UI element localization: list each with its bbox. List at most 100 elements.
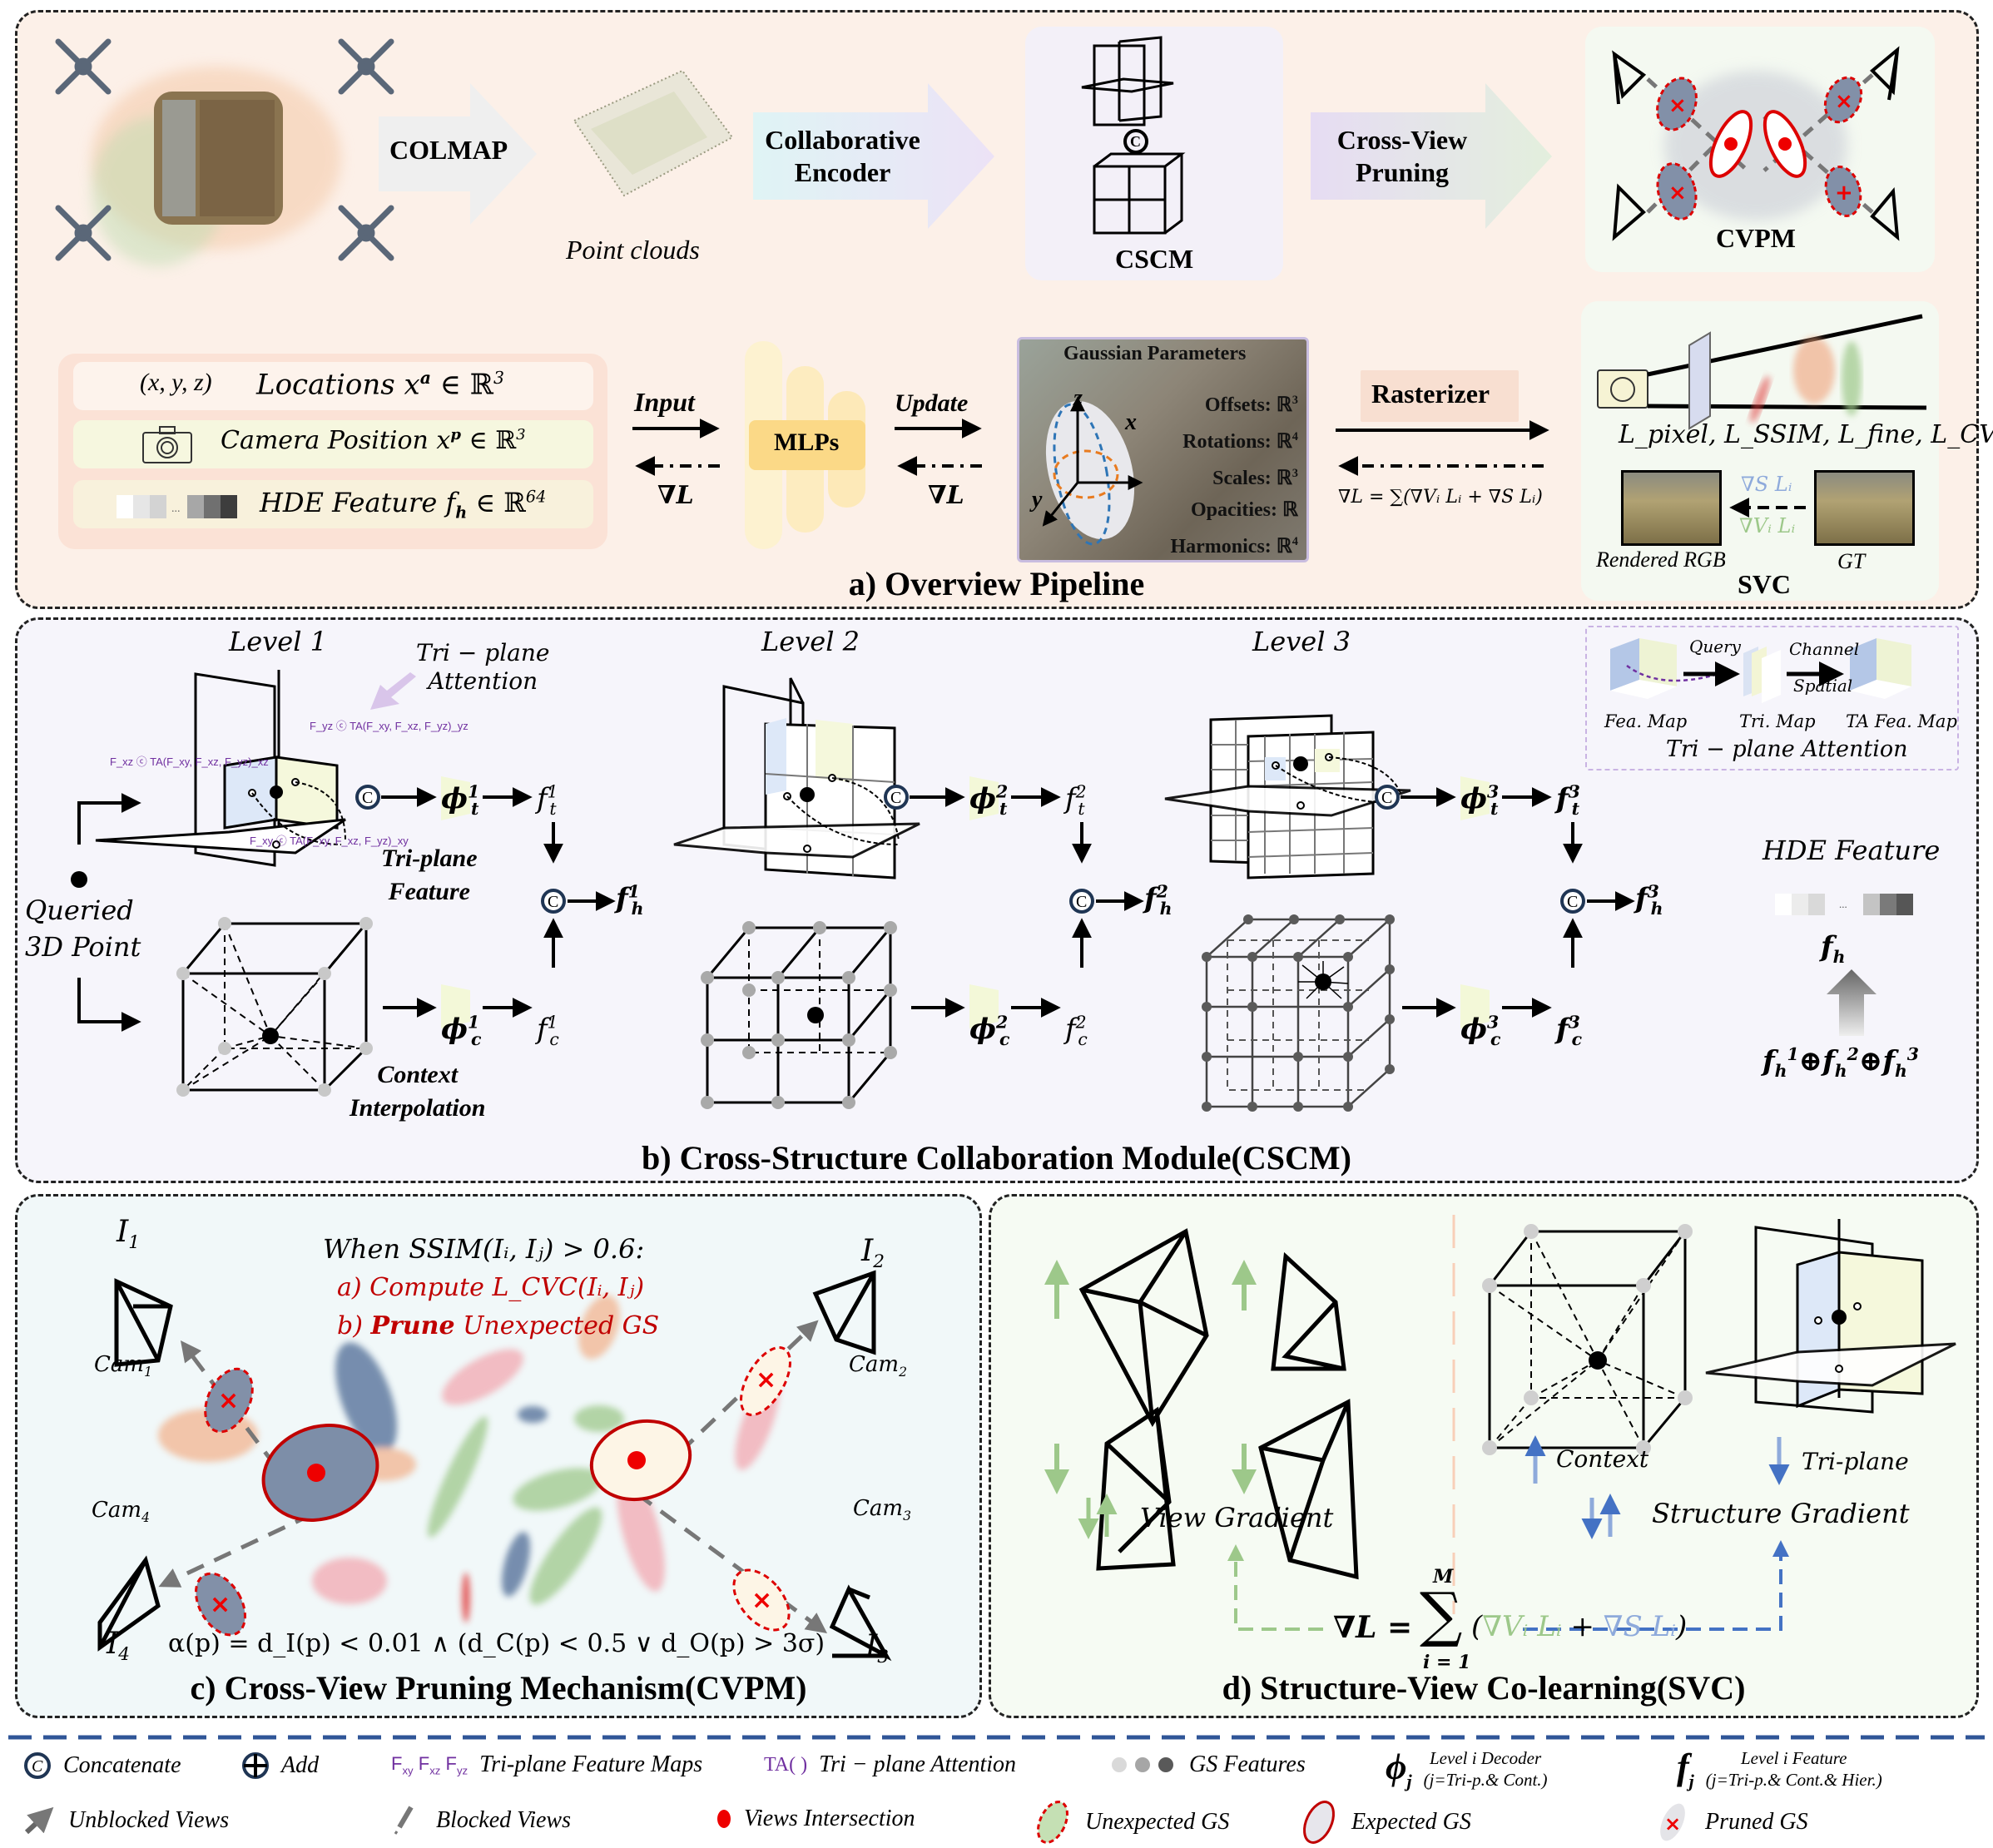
level-1-flow-arrows: CC bbox=[355, 776, 616, 1028]
drone-scene-illustration bbox=[55, 38, 394, 266]
hde-feature-title: HDE Feature bbox=[1762, 835, 1941, 866]
unexpected-gs-icon bbox=[1037, 1801, 1068, 1844]
hde-feature-label: HDE Feature fh ∈ ℝ64 bbox=[260, 487, 547, 523]
decoder-c-shape bbox=[441, 984, 470, 1028]
svg-text:×: × bbox=[1668, 181, 1687, 206]
concat-icon: C bbox=[24, 1752, 51, 1779]
ta-annotation-yz: F_yz ⓒ TA(F_xy, F_xz, F_yz)_yz bbox=[310, 720, 469, 732]
attention-legend-diagram bbox=[1610, 638, 1911, 703]
hde-symbol: fh bbox=[1821, 930, 1846, 967]
level-2-context-cube bbox=[701, 921, 897, 1109]
svg-text:C: C bbox=[1567, 893, 1578, 911]
camera-2-icon bbox=[812, 1270, 876, 1355]
feature-h-3: f3h bbox=[1635, 882, 1663, 919]
svg-text:C: C bbox=[1381, 789, 1392, 807]
losses-label: L_pixel, L_SSIM, L_fine, L_CVC bbox=[1619, 420, 1993, 449]
legend-decoder: ϕj Level i Decoder(j=Tri-p.& Cont.) bbox=[1386, 1746, 1548, 1791]
legend-feature: fj Level i Feature(j=Tri-p.& Cont.& Hier… bbox=[1677, 1746, 1882, 1791]
param-offsets: Offsets: ℝ3 bbox=[1204, 394, 1298, 416]
blocked-arrow-icon bbox=[394, 1806, 414, 1835]
triplane-maps-icon: Fxy Fxz Fyz bbox=[391, 1752, 469, 1777]
camera-icon bbox=[142, 426, 192, 463]
camera-3-icon bbox=[829, 1584, 892, 1662]
colmap-label: COLMAP bbox=[389, 135, 508, 165]
svc-sum-symbol: ∑ bbox=[1420, 1579, 1463, 1649]
gradient-feedback-lines bbox=[1227, 1540, 1789, 1631]
point-clouds-label: Point clouds bbox=[566, 235, 700, 265]
gt-label: GT bbox=[1837, 549, 1866, 573]
param-scales: Scales: ℝ3 bbox=[1212, 467, 1298, 489]
concat-icon bbox=[1069, 889, 1094, 914]
collaborative-encoder-arrow bbox=[753, 83, 994, 229]
svg-text:×: × bbox=[210, 1590, 231, 1619]
svc-view-grad-label: ∇Vᵢ Lᵢ bbox=[1739, 514, 1796, 538]
hde-feature-strip: ... bbox=[117, 495, 237, 518]
feature-icon: fj bbox=[1677, 1746, 1694, 1791]
render-camera-illustration bbox=[1597, 314, 1927, 430]
legend-unblocked-views: Unblocked Views bbox=[23, 1806, 229, 1836]
svg-text:C: C bbox=[1076, 893, 1087, 911]
grad-label-2: ∇L bbox=[928, 481, 964, 510]
panel-c-title: c) Cross-View Pruning Mechanism(CVPM) bbox=[190, 1669, 807, 1707]
panel-b-title: b) Cross-Structure Collaboration Module(… bbox=[642, 1139, 1351, 1177]
gaussian-ellipsoid bbox=[1042, 396, 1143, 546]
context-up-arrow bbox=[1524, 1435, 1546, 1484]
decoder-c-2: ϕ2c bbox=[969, 1013, 1010, 1050]
param-harmonics: Harmonics: ℝ4 bbox=[1170, 535, 1298, 557]
attention-callout-arrow bbox=[370, 672, 416, 710]
locations-label: Locations xa ∈ ℝ3 bbox=[256, 368, 504, 402]
attn-tri-map-label: Tri. Map bbox=[1739, 711, 1816, 731]
concat-icon bbox=[541, 889, 566, 914]
legend-unexpected-gs: Unexpected GS bbox=[1032, 1799, 1229, 1845]
level-3-triplane bbox=[1164, 714, 1411, 879]
concat-icon bbox=[1375, 785, 1400, 810]
svg-text:C: C bbox=[548, 893, 558, 911]
level-3-flow-arrows: CC bbox=[1375, 776, 1635, 1028]
cam-label-1: Cam1 bbox=[94, 1352, 152, 1380]
pruned-gs-icon: × bbox=[1660, 1803, 1685, 1841]
decoder-t-shape bbox=[1460, 776, 1490, 820]
hde-sum: fh1⊕fh2⊕fh3 bbox=[1762, 1044, 1919, 1082]
feature-c-1: f1c bbox=[537, 1013, 559, 1050]
svg-text:×: × bbox=[751, 1586, 772, 1615]
cvpm-step-b: b) Prune Unexpected GS bbox=[337, 1311, 660, 1340]
gaussian-params-title: Gaussian Parameters bbox=[1063, 343, 1247, 364]
svg-text:C: C bbox=[362, 789, 373, 807]
svc-formula-lhs: ∇L = bbox=[1333, 1610, 1413, 1645]
attn-query-label: Query bbox=[1689, 637, 1741, 656]
triplane-down-arrow bbox=[1768, 1437, 1790, 1485]
drone-icon bbox=[338, 205, 394, 261]
add-icon bbox=[242, 1752, 269, 1779]
concat-icon bbox=[884, 785, 909, 810]
legend-triplane-attention: TA( ) Tri − plane Attention bbox=[764, 1751, 1017, 1777]
hde-aggregate-arrow bbox=[1827, 969, 1876, 1036]
mlps-label: MLPs bbox=[774, 429, 840, 456]
svc-label: SVC bbox=[1738, 569, 1792, 599]
structure-gradient-arrows bbox=[1581, 1494, 1621, 1539]
structure-context-cube bbox=[1482, 1224, 1693, 1455]
legend-blocked-views: Blocked Views bbox=[391, 1804, 571, 1837]
level-2-flow-arrows: CC bbox=[884, 776, 1144, 1028]
camera-1-icon bbox=[114, 1278, 173, 1367]
cvpm-step-a: a) Compute L_CVC(Iᵢ, Iⱼ) bbox=[337, 1273, 645, 1302]
param-opacities: Opacities: ℝ bbox=[1191, 499, 1298, 521]
feature-h-2: f2h bbox=[1144, 882, 1172, 919]
svg-text:×: × bbox=[1835, 89, 1853, 114]
drone-icon bbox=[55, 38, 112, 95]
cscm-label: CSCM bbox=[1115, 244, 1194, 274]
attn-caption: Tri − plane Attention bbox=[1666, 736, 1908, 762]
grad-arrow-back-2 bbox=[897, 456, 982, 476]
hde-feature-strip-b: ... bbox=[1775, 894, 1913, 915]
level-1-context-cube bbox=[176, 917, 373, 1097]
panel-cscm bbox=[15, 617, 1979, 1183]
input-arrow-label: Input bbox=[634, 387, 695, 417]
attn-spatial-label: Spatial bbox=[1793, 676, 1853, 696]
image-label-1: I1 bbox=[117, 1215, 140, 1254]
update-arrow-label: Update bbox=[895, 389, 969, 417]
decoder-c-1: ϕ1c bbox=[441, 1013, 482, 1050]
svg-text:×: × bbox=[1668, 93, 1687, 118]
decoder-t-2: ϕ2t bbox=[969, 782, 1009, 820]
